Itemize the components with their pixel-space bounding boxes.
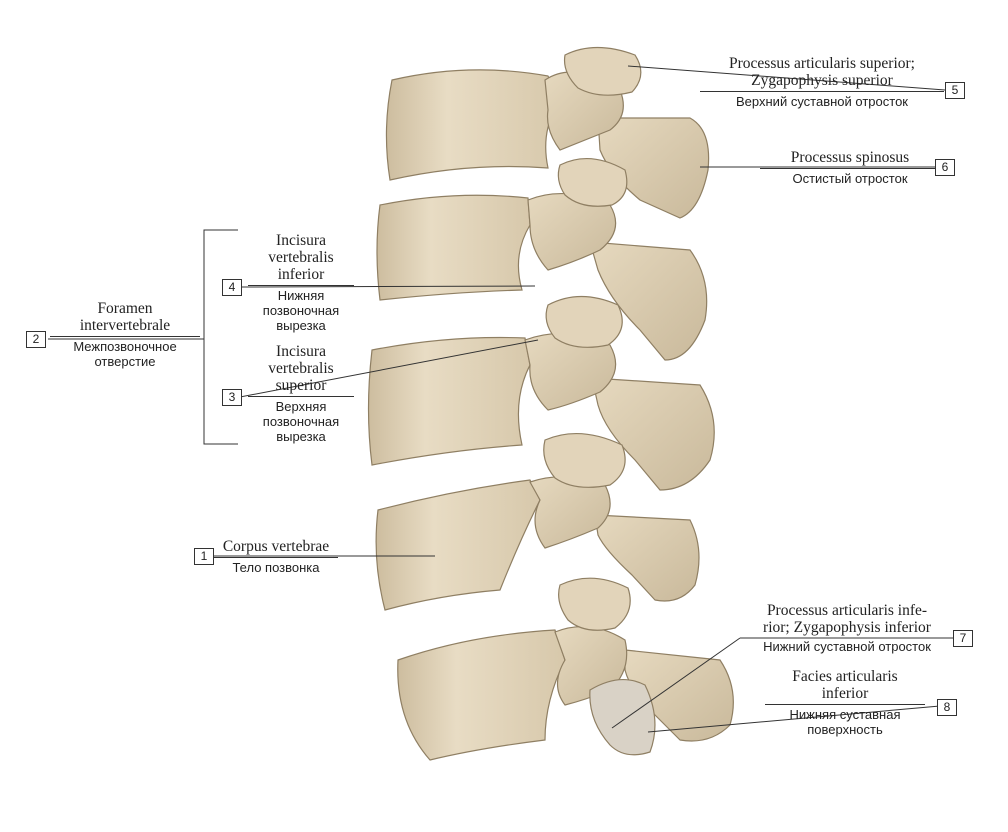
number-box-3: 3 [222, 389, 242, 406]
vertebral-body-2 [376, 194, 531, 301]
label-4-russian-3: вырезка [276, 318, 326, 333]
vertebra-5 [397, 577, 734, 761]
superior-articular-process-3 [545, 296, 623, 348]
vertebra-1 [385, 46, 710, 219]
label-4-latin-1: Incisura [276, 232, 326, 249]
number-box-8: 8 [937, 699, 957, 716]
label-3-latin-3: superior [275, 377, 327, 394]
superior-articular-process-5 [558, 577, 631, 631]
label-6-russian: Остистый отросток [760, 168, 940, 186]
superior-articular-process-4 [543, 433, 626, 488]
superior-articular-process-2 [557, 157, 628, 207]
vertebral-body-1 [385, 69, 561, 181]
inferior-articular-facet [589, 679, 656, 756]
leader-5 [627, 65, 946, 91]
label-superior-vertebral-notch: Incisura vertebralis superior Верхняя по… [248, 343, 354, 444]
label-4-latin-2: vertebralis [268, 249, 334, 266]
label-8-latin-2: inferior [821, 685, 869, 702]
spinous-process-4 [594, 514, 700, 602]
label-8-russian-2: поверхность [807, 722, 883, 737]
bracket-2 [203, 229, 238, 445]
number-box-7: 7 [953, 630, 973, 647]
label-5-latin-2: Zygapophysis superior [751, 72, 893, 89]
label-5-russian: Верхний суставной отросток [700, 91, 944, 109]
spinous-process-3 [591, 377, 715, 491]
label-4-russian-1: Нижняя [248, 285, 354, 303]
label-inferior-vertebral-notch: Incisura vertebralis inferior Нижняя поз… [248, 232, 354, 333]
label-2-russian-1: Межпозвоночное [50, 336, 200, 354]
label-3-latin-1: Incisura [276, 343, 326, 360]
number-box-2: 2 [26, 331, 46, 348]
vertebra-2 [376, 157, 708, 361]
label-4-russian-2: позвоночная [262, 303, 340, 318]
spinous-process-2 [589, 241, 708, 361]
vertebra-4 [375, 433, 700, 611]
label-8-latin-1: Facies articularis [792, 668, 898, 685]
number-box-4: 4 [222, 279, 242, 296]
label-vertebral-body: Corpus vertebrae Тело позвонка [214, 538, 338, 575]
label-2-latin-1: Foramen [97, 300, 153, 317]
label-6-latin: Processus spinosus [790, 149, 910, 166]
leader-3 [239, 339, 539, 398]
label-intervertebral-foramen: Foramen intervertebrale Межпозвоночное о… [50, 300, 200, 369]
number-box-1: 1 [194, 548, 214, 565]
label-superior-articular-process: Processus articularis superior; Zygapoph… [700, 55, 944, 109]
vertebral-body-3 [367, 336, 531, 466]
number-box-6: 6 [935, 159, 955, 176]
label-7-russian: Нижний суставной отросток [763, 639, 931, 654]
label-5-latin-1: Processus articularis superior; [729, 55, 915, 72]
vertebra-3 [367, 296, 715, 491]
label-inferior-articular-process: Processus articularis infe- rior; Zygapo… [742, 602, 952, 654]
label-4-latin-3: inferior [277, 266, 325, 283]
label-7-latin-2: rior; Zygapophysis inferior [763, 619, 931, 636]
label-3-russian-3: вырезка [276, 429, 326, 444]
label-inferior-articular-facet: Facies articularis inferior Нижняя суста… [765, 668, 925, 737]
label-2-russian-2: отверстие [94, 354, 156, 369]
label-2-latin-2: intervertebrale [79, 317, 171, 334]
vertebral-body-5 [397, 629, 566, 761]
label-8-russian-1: Нижняя суставная [765, 704, 925, 722]
leader-lines [48, 65, 953, 733]
label-spinous-process: Processus spinosus Остистый отросток [760, 149, 940, 186]
leader-4 [239, 285, 536, 288]
leader-7 [611, 637, 741, 729]
leader-8 [647, 705, 941, 733]
label-1-russian: Тело позвонка [214, 557, 338, 575]
label-3-russian-1: Верхняя [248, 396, 354, 414]
label-1-latin: Corpus vertebrae [222, 538, 330, 555]
label-3-russian-2: позвоночная [262, 414, 340, 429]
label-3-latin-2: vertebralis [268, 360, 334, 377]
superior-articular-process-1 [563, 46, 642, 96]
label-7-latin-1: Processus articularis infe- [766, 602, 928, 619]
vertebral-body-4 [375, 479, 541, 611]
number-box-5: 5 [945, 82, 965, 99]
